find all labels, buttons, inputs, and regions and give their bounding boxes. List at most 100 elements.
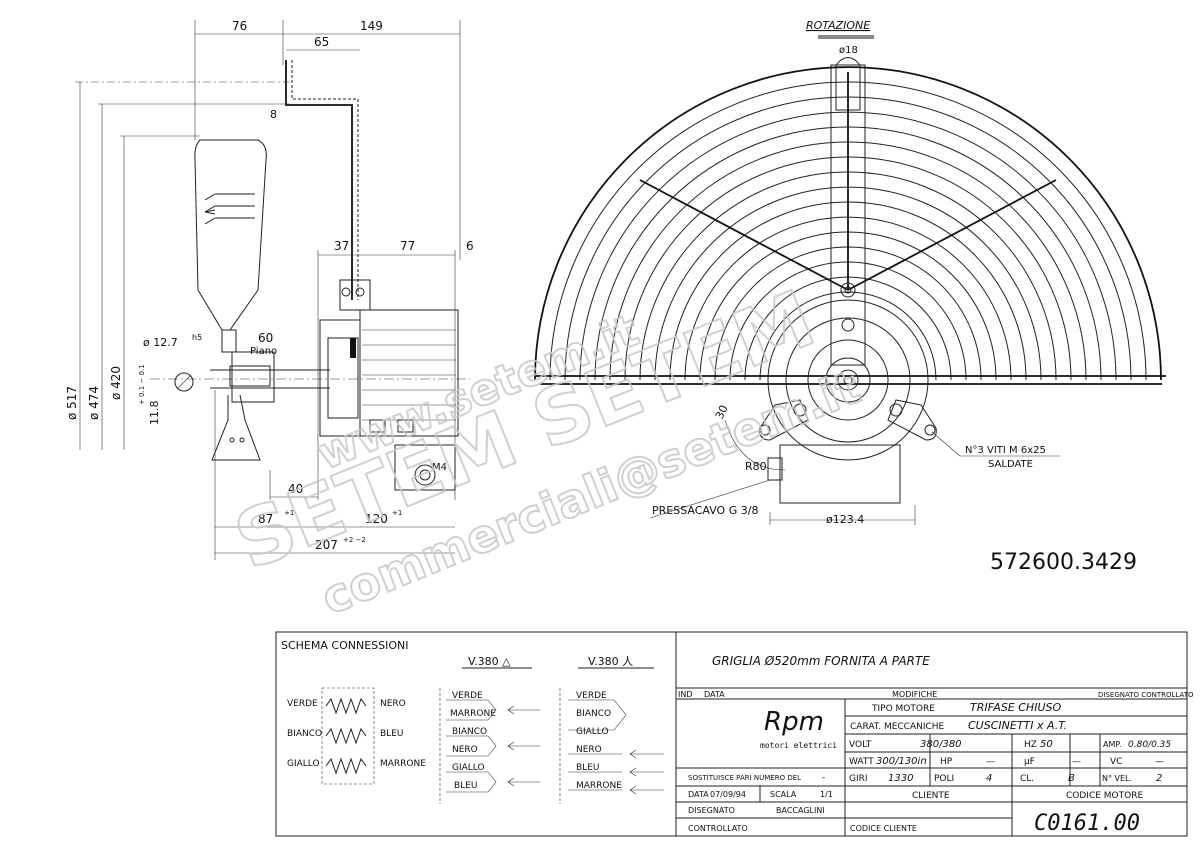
- dim-12-7: ø 12.7: [143, 336, 178, 349]
- side-view: 76 149 65 8 ø 517 ø 474 ø 420 60 Piano: [65, 19, 474, 560]
- dim-60: 60: [258, 331, 273, 345]
- schema-right-nero: NERO: [380, 699, 406, 709]
- dim-40: 40: [288, 482, 303, 496]
- tol-120: +1: [392, 509, 402, 517]
- nvel-label: N° VEL.: [1102, 774, 1132, 783]
- hdr-data: DATA: [704, 690, 725, 699]
- pressacavo-label: PRESSACAVO G 3/8: [652, 504, 758, 517]
- carat-label: CARAT. MECCANICHE: [850, 722, 945, 732]
- dim-207: 207: [315, 538, 338, 552]
- delta-verde: VERDE: [452, 691, 483, 701]
- disegnato-value: BACCAGLINI: [776, 806, 825, 815]
- dim-474: ø 474: [87, 386, 101, 420]
- codice-cliente-label: CODICE CLIENTE: [850, 824, 917, 833]
- piano-label: Piano: [250, 346, 277, 357]
- dim-18: ø18: [839, 45, 858, 56]
- volt-value: 380/380: [920, 739, 962, 750]
- vc-value: —: [1155, 757, 1164, 767]
- dim-11-8: 11.8: [148, 401, 161, 426]
- dim-76: 76: [232, 19, 247, 33]
- poli-value: 4: [986, 773, 992, 784]
- rotazione-label: ROTAZIONE: [806, 19, 870, 32]
- saldate-label: SALDATE: [988, 459, 1033, 470]
- grille-ring: [759, 291, 937, 381]
- schema-title: SCHEMA CONNESSIONI: [281, 639, 408, 652]
- tol-207: +2 −2: [343, 536, 366, 544]
- data-value: 07/09/94: [710, 790, 746, 799]
- codice-motore-label: CODICE MOTORE: [1066, 791, 1143, 801]
- grille-ring: [534, 66, 1162, 381]
- cliente-label: CLIENTE: [912, 791, 950, 801]
- cl-label: CL.: [1020, 774, 1034, 784]
- schema-left-bianco: BIANCO: [287, 729, 322, 739]
- tipo-motore-label: TIPO MOTORE: [871, 704, 935, 714]
- dim-8: 8: [270, 108, 277, 121]
- uf-label: µF: [1024, 757, 1035, 767]
- giri-label: GIRI: [849, 774, 868, 784]
- schema-right-bleu: BLEU: [380, 729, 403, 739]
- viti-label: N°3 VITI M 6x25: [965, 445, 1046, 456]
- part-number: 572600.3429: [990, 550, 1137, 575]
- delta-nero: NERO: [452, 745, 478, 755]
- delta-bianco: BIANCO: [452, 727, 487, 737]
- hz-value: 50: [1040, 739, 1053, 750]
- title-block: SCHEMA CONNESSIONI VERDE BIANCO GIALLO N…: [275, 631, 1194, 837]
- tol-87: +1: [284, 509, 294, 517]
- poli-label: POLI: [934, 774, 954, 784]
- hdr-modifiche: MODIFICHE: [892, 690, 937, 699]
- schema-left-giallo: GIALLO: [287, 759, 320, 769]
- dim-65: 65: [314, 35, 329, 49]
- scala-label: SCALA: [770, 790, 797, 799]
- data-label: DATA: [688, 790, 709, 799]
- dim-120: 120: [365, 512, 388, 526]
- dim-87: 87: [258, 512, 273, 526]
- vc-label: VC: [1110, 757, 1122, 767]
- delta-marrone: MARRONE: [450, 709, 496, 719]
- dim-m4: M4: [432, 462, 447, 473]
- volt-label: VOLT: [849, 740, 872, 750]
- schema-right-marrone: MARRONE: [380, 759, 426, 769]
- star-bleu: BLEU: [576, 763, 599, 773]
- star-verde: VERDE: [576, 691, 607, 701]
- scala-value: 1/1: [820, 790, 833, 799]
- rpm-logo: Rpm: [764, 707, 824, 737]
- codice-motore-value: C0161.00: [1034, 811, 1140, 836]
- star-marrone: MARRONE: [576, 781, 622, 791]
- carat-value: CUSCINETTI x A.T.: [968, 719, 1067, 732]
- dim-r80: R80: [745, 460, 767, 473]
- hp-value: —: [986, 757, 995, 767]
- rpm-logo-sub: motori elettrici: [760, 741, 837, 750]
- dim-149: 149: [360, 19, 383, 33]
- schema-left-verde: VERDE: [287, 699, 318, 709]
- griglia-note: GRIGLIA Ø520mm FORNITA A PARTE: [712, 654, 930, 668]
- tol-11-8: + 0.1 − 0.1: [138, 364, 146, 405]
- amp-label: AMP.: [1103, 740, 1122, 749]
- amp-value: 0.80/0.35: [1128, 740, 1171, 750]
- watt-label: WATT: [849, 757, 874, 767]
- front-view: ROTAZIONE ø18 R80 30: [534, 19, 1166, 526]
- sostituisce-value: -: [822, 773, 825, 783]
- sostituisce-label: SOSTITUISCE PARI NUMERO DEL: [688, 774, 801, 782]
- star-title: V.380 人: [588, 655, 633, 668]
- delta-title: V.380 △: [468, 655, 511, 668]
- dim-30: 30: [713, 403, 731, 421]
- disegnato-label: DISEGNATO: [688, 806, 735, 815]
- uf-value: —: [1072, 757, 1081, 767]
- dim-77: 77: [400, 239, 415, 253]
- nvel-value: 2: [1156, 773, 1162, 784]
- hp-label: HP: [940, 757, 953, 767]
- dim-517: ø 517: [65, 386, 79, 420]
- hz-label: HZ: [1024, 740, 1037, 750]
- delta-giallo: GIALLO: [452, 763, 485, 773]
- dim-123: ø123.4: [826, 513, 864, 526]
- star-giallo: GIALLO: [576, 727, 609, 737]
- tol-h5: h5: [192, 333, 202, 342]
- dim-420: ø 420: [109, 366, 123, 400]
- giri-value: 1330: [888, 773, 913, 784]
- controllato-label: CONTROLLATO: [688, 824, 748, 833]
- hdr-disegnato-controllato: DISEGNATO CONTROLLATO: [1098, 691, 1194, 699]
- cl-value: B: [1068, 773, 1075, 784]
- dim-37: 37: [334, 239, 349, 253]
- star-bianco: BIANCO: [576, 709, 611, 719]
